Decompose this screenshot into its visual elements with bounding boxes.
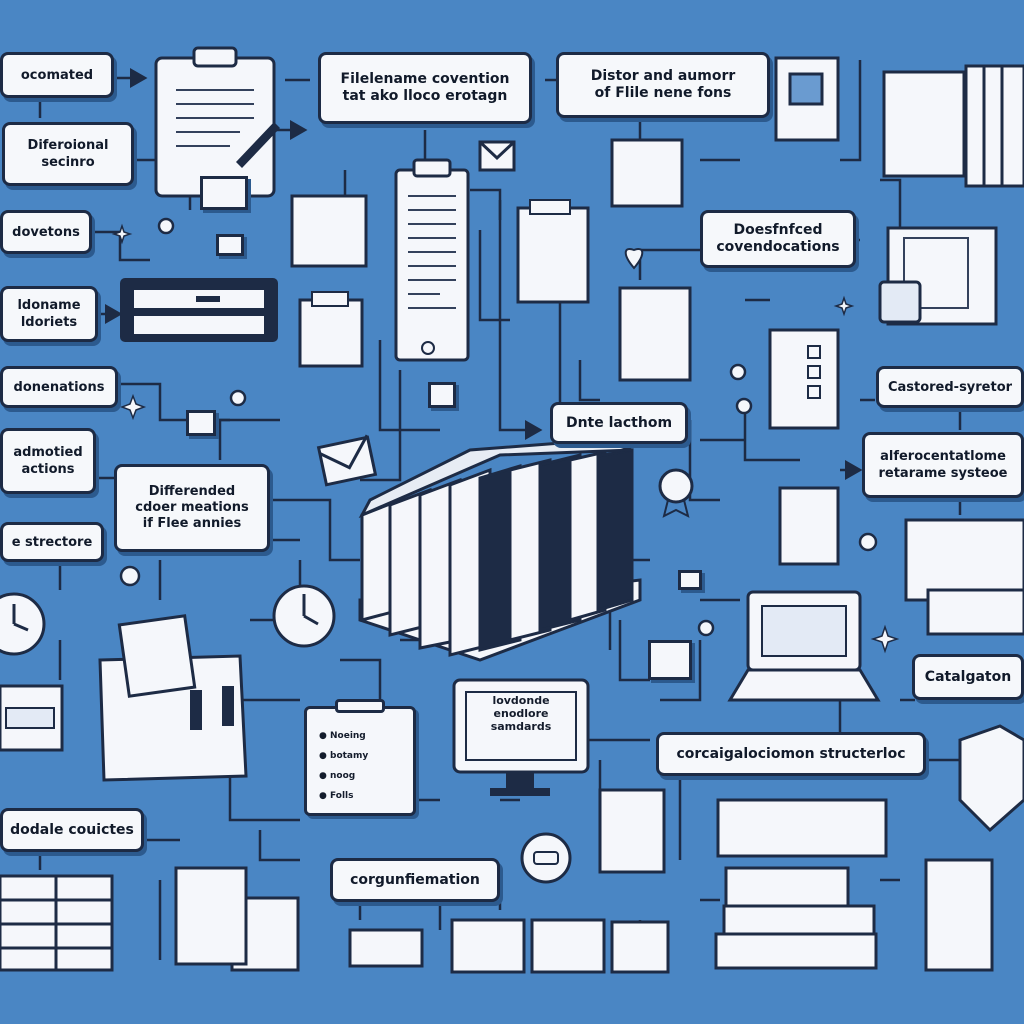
right-monitor-icon: [878, 226, 998, 326]
document-stack-icon: [174, 138, 994, 972]
server-stack-icon: [904, 518, 1024, 636]
book-stack-icon: [714, 798, 888, 970]
label-differential-sections: Diferoional secinro: [2, 122, 134, 186]
label-date-location: Dnte lacthom: [550, 402, 688, 444]
checklist-item: ● botamy: [319, 751, 369, 761]
checklist-item-label: Noeing: [330, 731, 366, 741]
badge-icon: [658, 468, 694, 518]
label-dovetons: dovetons: [0, 210, 92, 254]
filing-drawer-icon: [120, 278, 278, 342]
label-differenced-colors: Differended cdoer meations if Flee annie…: [114, 464, 270, 552]
label-described-conventions: Doesfnfced covendocations: [700, 210, 856, 268]
small-card-icon: [648, 640, 692, 680]
label-distor-number: Distor and aumorr of Flile nene fons: [556, 52, 770, 118]
sparkle-icons: [111, 223, 900, 654]
heart-icon: [624, 248, 644, 270]
small-card-icon: [200, 176, 248, 210]
desktop-monitor-icon: [452, 678, 590, 796]
small-card-icon: [428, 382, 456, 408]
clipboard-clip: [335, 699, 385, 713]
small-card-icon: [186, 410, 216, 436]
checklist-item-label: Folls: [330, 791, 354, 801]
binder-shelf-icon: [774, 56, 1024, 188]
monitor-screen-text: lovdonde enodlore samdards: [490, 694, 552, 733]
drawer-cabinet-icon: [0, 874, 114, 972]
envelope-icon: [316, 140, 516, 487]
tall-document-icon: [394, 158, 470, 362]
checklist-item-label: noog: [330, 771, 356, 781]
label-automated: ocomated: [0, 52, 114, 98]
clipboard-icon: [154, 46, 280, 198]
decorative-dots: [119, 217, 878, 637]
left-monitor-icon: [0, 684, 64, 752]
label-admotted-sections: admotied actions: [0, 428, 96, 494]
folder-trays-icon: [348, 918, 670, 974]
wall-clock-icon: [0, 592, 46, 656]
checklist-item: ● Folls: [319, 791, 354, 801]
label-filename-folders: ldoname ldoriets: [0, 286, 98, 342]
label-catalogation: Catalgaton: [912, 654, 1024, 700]
small-card-icon: [678, 570, 702, 590]
checklist-clipboard: ● Noeing ● botamy ● noog ● Folls: [304, 699, 416, 816]
gear-icon: [520, 832, 572, 884]
binder-rack-icon: [358, 438, 642, 662]
checklist-item-label: botamy: [330, 751, 369, 761]
label-castored-systems: Castored-syretor: [876, 366, 1024, 408]
small-card-icon: [216, 234, 244, 256]
file-box-icon: [98, 614, 248, 782]
checklist-item: ● noog: [319, 771, 356, 781]
laptop-icon: [727, 590, 881, 702]
label-configuration: corgunfiemation: [330, 858, 500, 902]
checklist-item: ● Noeing: [319, 731, 366, 741]
label-categorization-structures: corcaigalociomon structerloc: [656, 732, 926, 776]
label-donenations: donenations: [0, 366, 118, 408]
shield-icon: [958, 724, 1024, 833]
label-filename-convention: Filelename covention tat ako lloco erota…: [318, 52, 532, 124]
clock-icon: [272, 584, 336, 648]
label-module-couches: dodale couictes: [0, 808, 144, 852]
label-differentiation-systems: alferocentatlome retarame systeoe: [862, 432, 1024, 498]
label-structure: e strectore: [0, 522, 104, 562]
